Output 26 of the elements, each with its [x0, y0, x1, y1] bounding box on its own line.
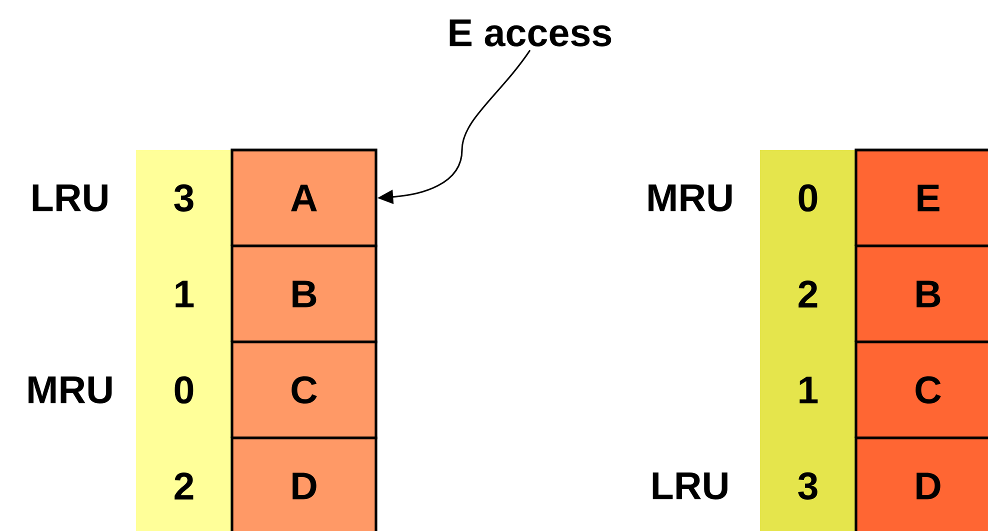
node-label: 3	[798, 472, 818, 500]
node-label: 2	[798, 280, 818, 308]
node-label: 0	[174, 376, 194, 404]
pointer-label: LRU	[652, 472, 728, 500]
node-label: 1	[800, 376, 818, 404]
node-label: 1	[176, 280, 194, 308]
counter-cell: 0	[760, 150, 856, 246]
pointer-label: MRU	[648, 184, 732, 212]
cache-line-box: B	[854, 244, 988, 344]
cache-line-box: C	[854, 340, 988, 440]
pointer-label: LRU	[32, 184, 108, 212]
counter-cell: 2	[136, 438, 232, 531]
counter-cell: 0	[136, 342, 232, 438]
cache-line-box: D	[854, 436, 988, 531]
counter-cell: 2	[760, 246, 856, 342]
node-label: 2	[174, 472, 194, 500]
cache-line-box: E	[854, 148, 988, 248]
counter-cell: 1	[136, 246, 232, 342]
heading: E access	[450, 20, 612, 46]
node-label: 0	[798, 184, 818, 212]
cache-line-box: D	[230, 436, 378, 531]
pointer-label: MRU	[28, 376, 112, 404]
counter-cell: 3	[136, 150, 232, 246]
counter-cell: 1	[760, 342, 856, 438]
node-label: 3	[174, 184, 194, 212]
counter-cell: 3	[760, 438, 856, 531]
